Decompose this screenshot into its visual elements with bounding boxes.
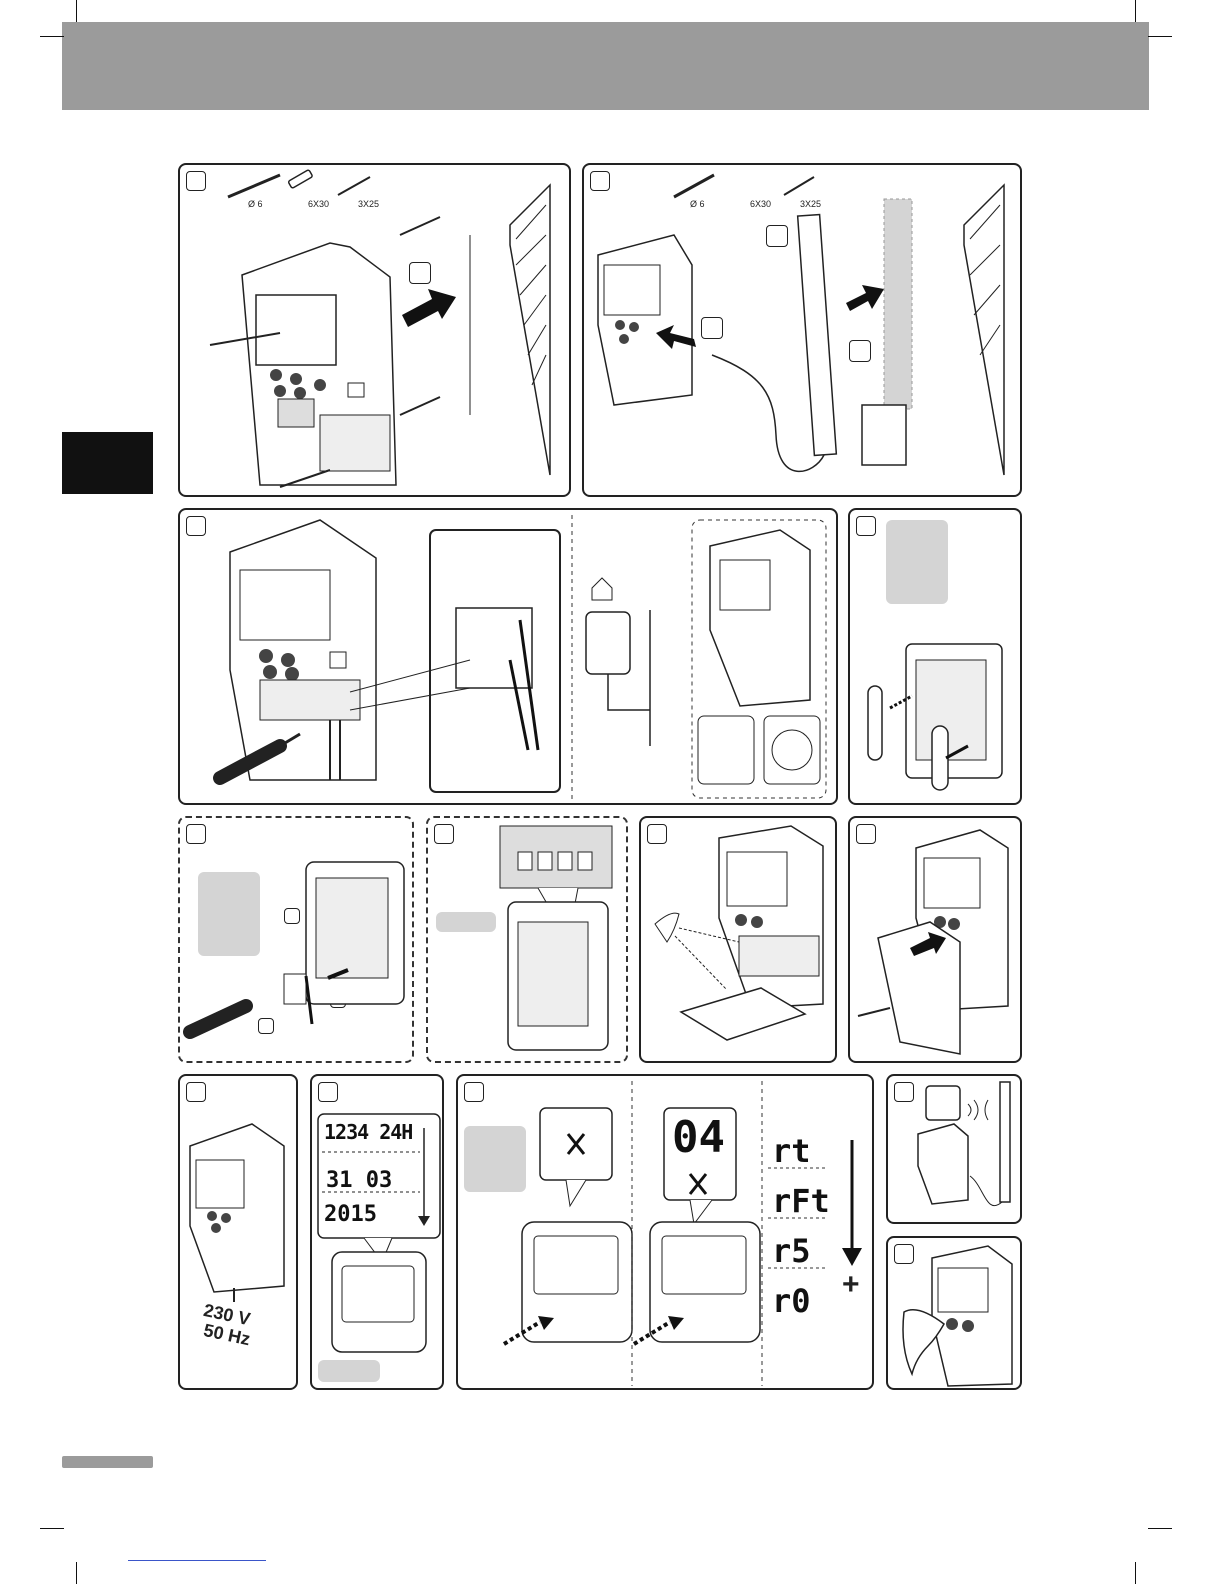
step-8-panel <box>848 816 1022 1063</box>
lcd-year-line: 2015 <box>324 1202 377 1227</box>
step-6-panel <box>426 816 628 1063</box>
header-tab <box>1135 22 1149 110</box>
step-13-panel <box>886 1236 1022 1390</box>
crop-mark <box>76 1562 77 1584</box>
code-remote-sensor: r5 <box>772 1232 811 1270</box>
step-9-panel: 230 V 50 Hz <box>178 1074 298 1390</box>
sub-step-box <box>849 340 871 362</box>
crop-mark <box>1148 36 1172 37</box>
step-12-panel <box>886 1074 1022 1224</box>
placeholder-pill <box>318 1360 380 1382</box>
step-1-panel: Ø 6 6X30 3X25 <box>178 163 571 497</box>
crop-mark <box>76 0 77 22</box>
page-number-bar <box>62 1456 153 1468</box>
step-5-panel <box>178 816 414 1063</box>
drill-size-label: Ø 6 <box>248 199 263 209</box>
crop-mark <box>1135 0 1136 22</box>
code-room-temp: rt <box>772 1132 811 1170</box>
cover-illustration <box>850 818 1022 1063</box>
lcd-time-line: 1234 24H <box>324 1120 412 1144</box>
crop-mark <box>1148 1528 1172 1529</box>
step-2-panel: Ø 6 6X30 3X25 <box>582 163 1022 497</box>
connection-illustration <box>180 818 414 1063</box>
antenna-illustration <box>584 165 1022 497</box>
system-settings-illustration <box>458 1076 874 1390</box>
code-r0: r0 <box>772 1282 811 1320</box>
language-side-tab <box>62 432 153 494</box>
battery-illustration <box>850 510 1022 805</box>
wall-plug-size-label: 6X30 <box>308 199 329 209</box>
press-button-illustration <box>888 1238 1022 1390</box>
crop-mark <box>1135 1562 1136 1584</box>
sub-step-box <box>766 225 788 247</box>
lcd-setting-number: 04 <box>672 1112 725 1163</box>
crop-mark <box>40 36 64 37</box>
step-4-panel <box>848 508 1022 805</box>
screw-size-label: 3X25 <box>358 199 379 209</box>
wall-plug-size-label: 6X30 <box>750 199 771 209</box>
lcd-date-line: 31 03 <box>326 1168 392 1193</box>
sub-step-box <box>409 262 431 284</box>
code-room-floor-temp: rFt <box>772 1182 830 1220</box>
dip-switch-illustration <box>428 818 628 1063</box>
screw-size-label: 3X25 <box>800 199 821 209</box>
sub-step-box <box>701 317 723 339</box>
radio-link-illustration <box>888 1076 1022 1224</box>
header-band <box>62 22 1135 110</box>
wiring-illustration <box>180 510 838 805</box>
drill-size-label: Ø 6 <box>690 199 705 209</box>
step-7-panel <box>639 816 837 1063</box>
plus-sign: + <box>842 1268 860 1302</box>
installer-note-illustration <box>641 818 837 1063</box>
step-10-panel: 1234 24H 31 03 2015 <box>310 1074 444 1390</box>
bottom-link-line <box>128 1560 266 1561</box>
crop-mark <box>40 1528 64 1529</box>
mounting-illustration <box>180 165 571 497</box>
step-3-panel <box>178 508 838 805</box>
step-11-panel: 04 rt rFt r5 r0 + <box>456 1074 874 1390</box>
